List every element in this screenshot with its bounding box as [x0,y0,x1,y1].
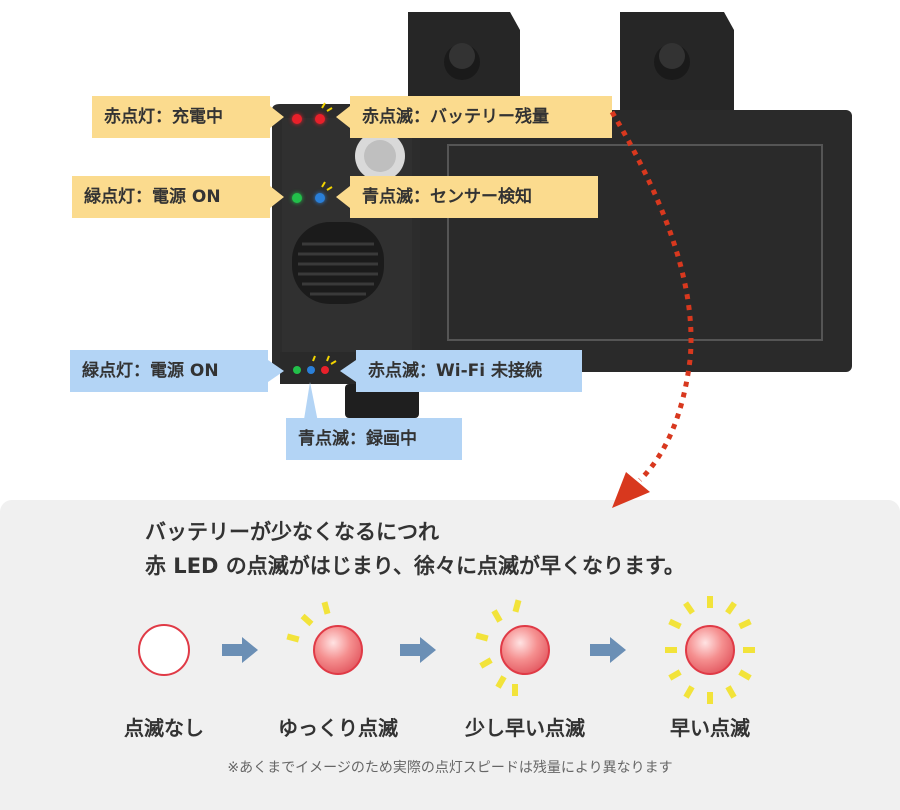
label-green-on-power: 緑点灯：電源 ON [72,176,270,218]
state-arrow-2 [400,637,436,663]
label-red-blink-wifi: 赤点滅：Wi-Fi 未接続 [356,350,582,392]
device-illustration [272,12,852,418]
solar-panel [420,110,852,372]
panel-headline-line2: 赤 LED の点滅がはじまり、徐々に点滅が早くなります。 [145,554,685,578]
label-blue-blink-record: 青点滅：録画中 [286,418,462,460]
state-label-slow: ゆっくり点滅 [278,716,398,740]
blink-state-diagram [138,596,755,704]
panel-footnote: ※あくまでイメージのため実際の点灯スピードは残量により異なります [227,760,673,776]
led-green-power [292,193,302,203]
panel-headline-line1: バッテリーが少なくなるにつれ [145,520,439,544]
led-state-fast [685,625,735,675]
led-red-wifi [321,366,329,374]
led-red-charge [292,114,302,124]
state-label-off: 点滅なし [124,716,204,740]
dotted-arrow [609,110,694,508]
led-blue-record [307,366,315,374]
led-blue-sensor [315,193,325,203]
led-state-slow [313,625,363,675]
led-state-off [138,624,190,676]
label-green-on-power-bottom: 緑点灯：電源 ON [70,350,268,392]
state-arrow-3 [590,637,626,663]
state-label-fast: 早い点滅 [670,716,750,740]
label-blue-blink-sensor: 青点滅：センサー検知 [350,176,598,218]
led-green-power-bottom [293,366,301,374]
mount-foot [345,384,419,418]
label-red-blink-battery: 赤点滅：バッテリー残量 [350,96,612,138]
label-red-on-charging: 赤点灯：充電中 [92,96,270,138]
led-state-medium [500,625,550,675]
state-arrow-1 [222,637,258,663]
blink-rays [312,102,337,365]
led-red-battery [315,114,325,124]
state-label-medium: 少し早い点滅 [465,716,585,740]
